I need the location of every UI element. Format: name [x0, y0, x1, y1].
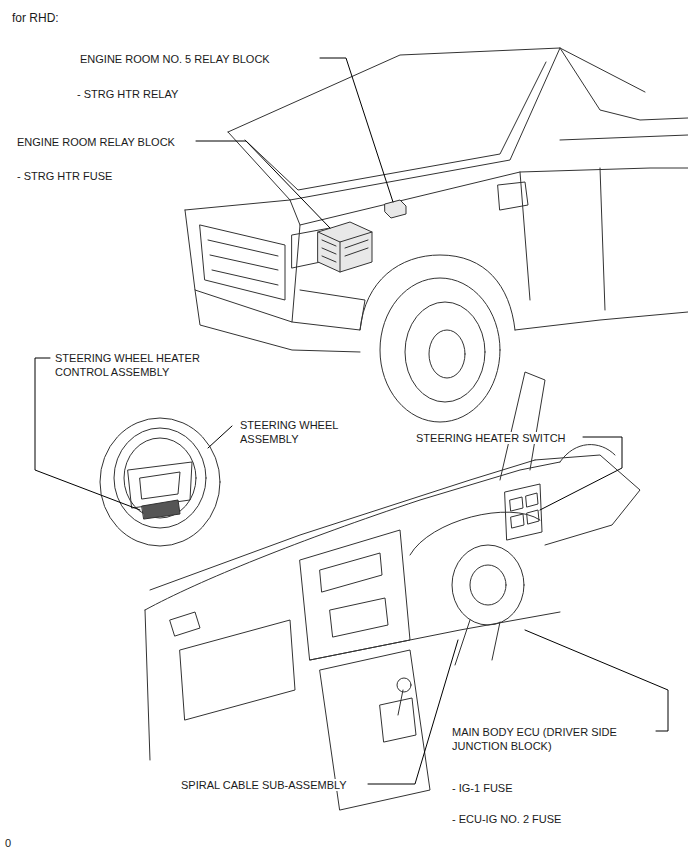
- figure-number-text: 0: [5, 837, 11, 849]
- part-detail-text: - IG-1 FUSE: [452, 782, 513, 794]
- part-detail-text: - STRG HTR FUSE: [17, 170, 112, 182]
- relay-block-drawing: [318, 200, 406, 272]
- part-name-text: STEERING HEATER SWITCH: [416, 432, 566, 444]
- part-name-text: ENGINE ROOM RELAY BLOCK: [17, 136, 175, 148]
- part-name-text: ENGINE ROOM NO. 5 RELAY BLOCK: [80, 53, 270, 65]
- part-detail: - STRG HTR FUSE: [17, 169, 112, 183]
- part-name: ENGINE ROOM RELAY BLOCK: [17, 135, 175, 149]
- steering-wheel-inset: [100, 418, 220, 546]
- part-detail: - IG-1 FUSE: [452, 781, 513, 795]
- figure-number: 0: [5, 836, 11, 850]
- part-name: ENGINE ROOM NO. 5 RELAY BLOCK: [80, 52, 270, 66]
- part-name: STEERING HEATER SWITCH: [416, 431, 566, 445]
- part-name-text: MAIN BODY ECU (DRIVER SIDE JUNCTION BLOC…: [452, 726, 617, 752]
- page-heading: for RHD:: [12, 11, 59, 25]
- leader-lines: [35, 58, 668, 784]
- part-detail: - ECU-IG NO. 2 FUSE: [452, 812, 561, 826]
- part-name: STEERING WHEEL HEATER CONTROL ASSEMBLY: [55, 351, 230, 379]
- part-name-text: STEERING WHEEL HEATER CONTROL ASSEMBLY: [55, 352, 200, 378]
- instrument-panel-drawing: [145, 372, 640, 810]
- part-name: MAIN BODY ECU (DRIVER SIDE JUNCTION BLOC…: [452, 725, 652, 753]
- page-heading-text: for RHD:: [12, 11, 59, 25]
- part-detail-text: - ECU-IG NO. 2 FUSE: [452, 813, 561, 825]
- part-detail-text: - STRG HTR RELAY: [77, 88, 178, 100]
- part-name: SPIRAL CABLE SUB-ASSEMBLY: [181, 778, 347, 792]
- part-name-text: STEERING WHEEL ASSEMBLY: [240, 419, 338, 445]
- part-name: STEERING WHEEL ASSEMBLY: [240, 418, 352, 446]
- part-detail: - STRG HTR RELAY: [77, 87, 178, 101]
- part-name-text: SPIRAL CABLE SUB-ASSEMBLY: [181, 779, 347, 791]
- vehicle-drawing: [185, 48, 688, 422]
